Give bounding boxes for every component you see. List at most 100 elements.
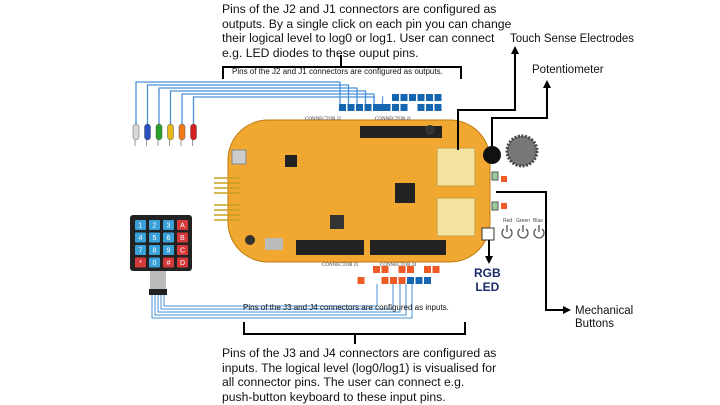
pin-unused: [315, 277, 322, 284]
keypad-key-label: *: [139, 260, 142, 267]
crystal: [265, 238, 283, 250]
pin-unused: [340, 277, 348, 284]
output-pin[interactable]: [364, 104, 372, 111]
output-pin[interactable]: [434, 104, 442, 111]
bottom-bracket-label: Pins of the J3 and J4 connectors are con…: [243, 303, 449, 312]
text-line: inputs. The logical level (log0/log1) is…: [222, 360, 497, 375]
connector-j4-label: CONNECTOR J4: [380, 263, 417, 268]
input-pin[interactable]: [407, 266, 414, 273]
input-pin[interactable]: [357, 277, 365, 284]
keypad-key-label: 0: [153, 260, 157, 267]
output-pin[interactable]: [426, 104, 433, 111]
pin-unused: [390, 266, 397, 273]
mount-hole: [245, 235, 255, 245]
output-pin[interactable]: [415, 277, 423, 284]
touch-arrow: [457, 52, 516, 150]
pin-unused: [349, 277, 356, 284]
pin-unused: [305, 104, 312, 111]
output-pin[interactable]: [392, 94, 399, 101]
keypad-key: [163, 232, 174, 243]
top-bracket-label: Pins of the J2 and J1 connectors are con…: [232, 67, 443, 76]
output-pin[interactable]: [356, 104, 363, 111]
output-pin[interactable]: [375, 104, 382, 111]
header-j3: [296, 240, 364, 255]
board-button-1: [491, 171, 499, 181]
keypad-key-label: D: [180, 260, 185, 267]
output-pin[interactable]: [400, 104, 408, 111]
pin-unused: [323, 266, 331, 273]
text-line: Buttons: [575, 318, 614, 330]
connector-j2-label: CONNECTOR J2: [305, 117, 342, 122]
keypad-key: [177, 245, 188, 255]
touch-sense-label: Touch Sense Electrodes: [510, 33, 635, 45]
output-pin[interactable]: [383, 104, 391, 111]
text-line: RGB: [474, 266, 501, 280]
keypad-ribbon: [150, 271, 166, 291]
pin-unused: [349, 266, 356, 273]
input-pin[interactable]: [398, 266, 406, 273]
output-pin[interactable]: [424, 277, 431, 284]
pin-unused: [298, 266, 305, 273]
input-pin[interactable]: [398, 277, 406, 284]
pin-unused: [432, 277, 440, 284]
power-button-icon[interactable]: [501, 228, 513, 239]
pin-unused: [373, 277, 380, 284]
led-wires: [135, 81, 384, 124]
pin-unused: [306, 266, 314, 273]
keypad-key-label: #: [167, 260, 171, 267]
output-pin[interactable]: [417, 94, 425, 101]
potentiometer-arrow: [491, 86, 548, 146]
output-pin[interactable]: [407, 277, 414, 284]
mount-hole: [425, 125, 435, 135]
input-pin[interactable]: [381, 266, 389, 273]
keypad-key-label: A: [180, 223, 185, 230]
output-pin[interactable]: [417, 104, 425, 111]
power-button-icon[interactable]: [533, 228, 545, 239]
keypad-key: [135, 245, 146, 255]
input-pin[interactable]: [424, 266, 431, 273]
connector-j1-label: CONNECTOR J1: [375, 117, 412, 122]
input-pin[interactable]: [373, 266, 380, 273]
button-label-red: Red: [503, 218, 513, 224]
input-pin[interactable]: [381, 277, 389, 284]
touch-electrode-2: [436, 197, 476, 237]
pin-unused: [383, 94, 391, 101]
output-pin[interactable]: [426, 94, 433, 101]
led-diode: [132, 123, 140, 141]
text-line: e.g. LED diodes to these ouput pins.: [222, 45, 419, 60]
board-button-2: [491, 201, 499, 211]
chip-small-2: [330, 215, 344, 229]
side-header-pins: [214, 177, 240, 221]
output-pin[interactable]: [339, 104, 346, 111]
potentiometer-knob: [483, 146, 501, 164]
bottom-bracket: [243, 322, 466, 335]
keypad-wires: [151, 284, 413, 319]
led-diode: [167, 123, 174, 141]
potentiometer-gear-icon: [505, 134, 539, 168]
keypad-key-label: 9: [167, 248, 171, 255]
mechanical-buttons-label: Mechanical Buttons: [575, 305, 633, 331]
button-state-1: [501, 176, 507, 182]
led-diode: [155, 123, 163, 141]
rgb-led-component: [481, 227, 495, 241]
led-diode: [144, 123, 151, 141]
power-button-icon[interactable]: [517, 228, 529, 239]
led-diode: [178, 123, 186, 141]
input-pin[interactable]: [390, 277, 397, 284]
keypad-key: [135, 232, 146, 243]
output-pin[interactable]: [392, 104, 399, 111]
text-line: outputs. By a single click on each pin y…: [222, 16, 512, 31]
input-pin[interactable]: [432, 266, 440, 273]
output-pin[interactable]: [434, 94, 442, 101]
output-pin[interactable]: [409, 94, 416, 101]
text-line: LED: [475, 280, 500, 294]
keypad-key-label: B: [180, 235, 185, 242]
led-wire: [192, 96, 384, 124]
header-j4: [370, 240, 446, 255]
rgb-led-label: RGB LED: [474, 266, 501, 294]
pin-unused: [409, 104, 416, 111]
pin-unused: [415, 266, 423, 273]
output-pin[interactable]: [347, 104, 355, 111]
led-wire: [181, 93, 375, 124]
output-pin[interactable]: [400, 94, 408, 101]
